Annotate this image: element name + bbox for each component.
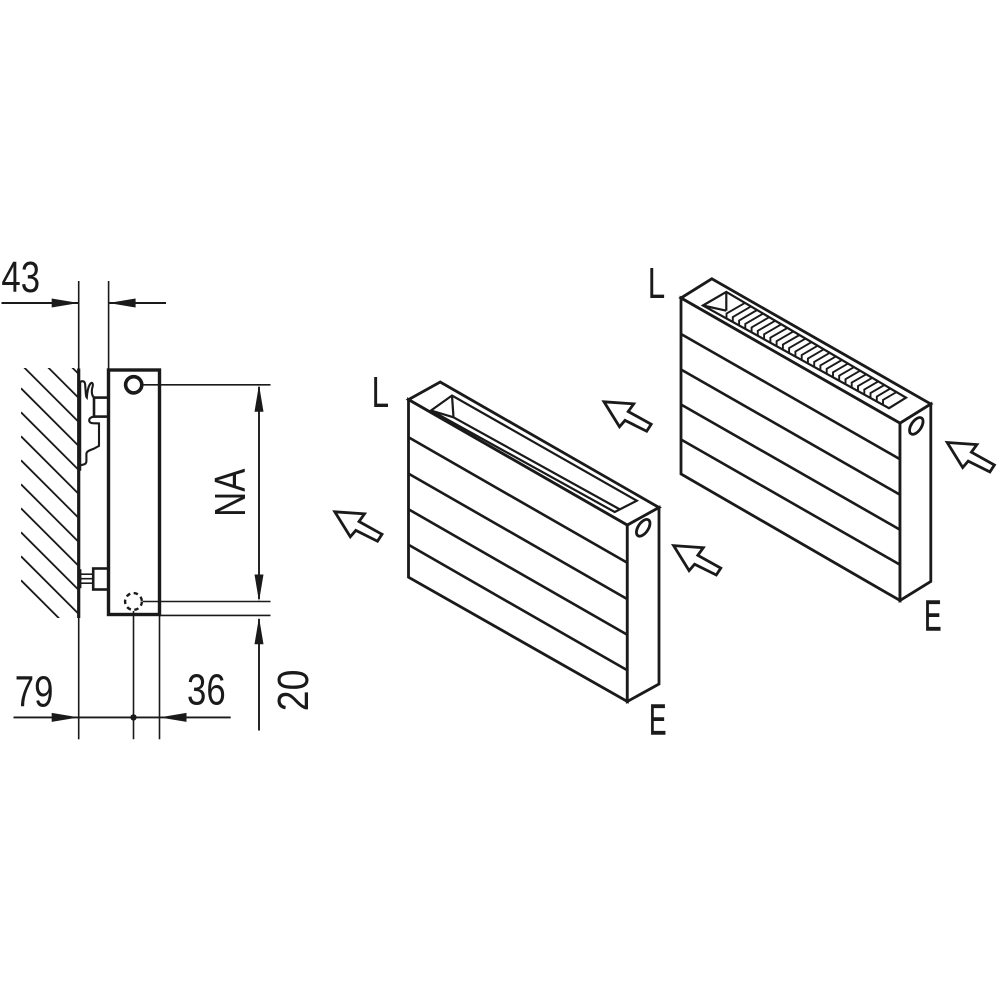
svg-text:20: 20 bbox=[268, 670, 318, 712]
svg-text:43: 43 bbox=[1, 253, 40, 302]
svg-text:E: E bbox=[924, 592, 941, 641]
svg-text:E: E bbox=[649, 695, 666, 744]
svg-text:NA: NA bbox=[206, 468, 255, 517]
svg-text:36: 36 bbox=[187, 666, 226, 715]
svg-text:L: L bbox=[648, 260, 665, 308]
svg-text:L: L bbox=[372, 369, 389, 417]
svg-text:79: 79 bbox=[15, 668, 54, 717]
